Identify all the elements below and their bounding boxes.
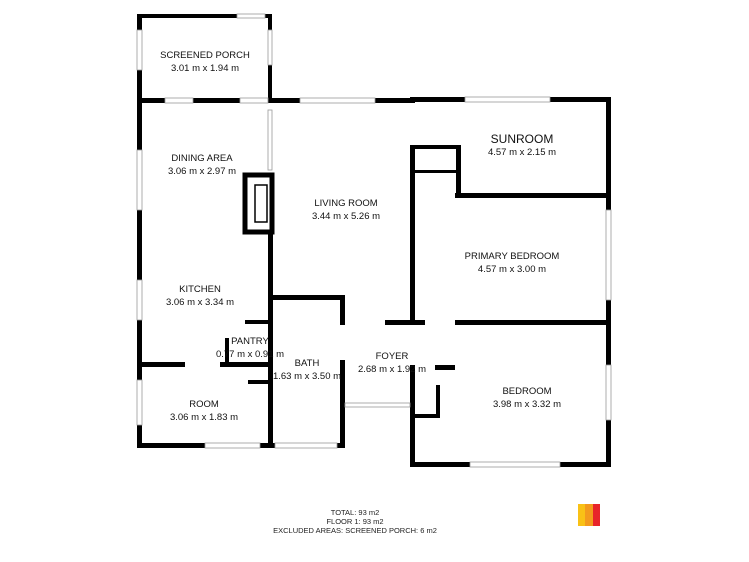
excluded-area: EXCLUDED AREAS: SCREENED PORCH: 6 m2 [273,526,437,535]
room-label-pantry: PANTRY 0.77 m x 0.91 m [216,335,284,361]
room-size: 2.68 m x 1.92 m [357,364,427,375]
room-size: 3.06 m x 3.34 m [165,297,235,308]
room-name: SCREENED PORCH [160,50,250,61]
room-name: FOYER [375,351,409,362]
room-name: ROOM [189,399,219,410]
room-label-kitchen: KITCHEN 3.06 m x 3.34 m [166,283,234,309]
windows [136,13,612,468]
room-size: 3.06 m x 2.97 m [167,166,237,177]
room-label-bath: BATH 1.63 m x 3.50 m [273,357,341,383]
room-name: LIVING ROOM [314,198,378,209]
room-size: 3.98 m x 3.32 m [492,399,562,410]
brand-logo [578,504,600,526]
room-name: SUNROOM [490,132,554,146]
room-name: PANTRY [231,336,269,347]
room-label-bedroom: BEDROOM 3.98 m x 3.32 m [493,385,561,411]
room-name: KITCHEN [179,284,221,295]
floor-area: FLOOR 1: 93 m2 [326,517,384,526]
room-label-foyer: FOYER 2.68 m x 1.92 m [358,350,426,376]
room-size: 3.44 m x 5.26 m [311,211,381,222]
room-name: DINING AREA [171,153,233,164]
room-label-primary-bedroom: PRIMARY BEDROOM 4.57 m x 3.00 m [465,250,560,276]
room-name: PRIMARY BEDROOM [464,251,560,262]
room-size: 4.57 m x 2.15 m [487,147,557,158]
room-size: 4.57 m x 3.00 m [477,264,547,275]
room-name: BATH [294,358,320,369]
room-label-screened-porch: SCREENED PORCH 3.01 m x 1.94 m [160,49,250,75]
room-size: 0.77 m x 0.91 m [215,349,285,360]
room-name: BEDROOM [502,386,552,397]
room-size: 3.01 m x 1.94 m [170,63,240,74]
room-size: 3.06 m x 1.83 m [169,412,239,423]
total-area: TOTAL: 93 m2 [330,508,380,517]
room-label-room: ROOM 3.06 m x 1.83 m [170,398,238,424]
room-label-dining-area: DINING AREA 3.06 m x 2.97 m [168,152,236,178]
room-label-living-room: LIVING ROOM 3.44 m x 5.26 m [312,197,380,223]
room-size: 1.63 m x 3.50 m [272,371,342,382]
